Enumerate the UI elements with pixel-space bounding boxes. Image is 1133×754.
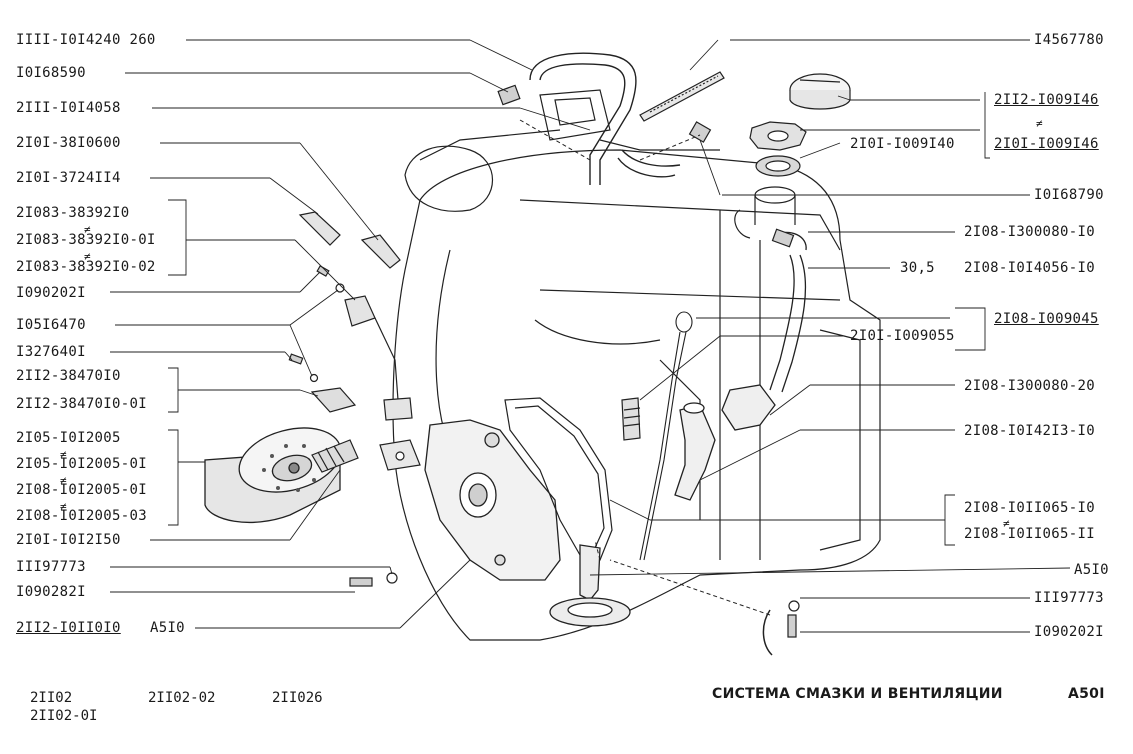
not-equal-mark: ≠ xyxy=(84,223,91,236)
label-dipstick-guide: I4567780 xyxy=(1034,32,1104,48)
dipstick xyxy=(639,311,693,561)
label-bolt-right: I090202I xyxy=(1034,624,1104,640)
oil-filter-bracket xyxy=(379,439,421,471)
model-2II02-02: 2II02-02 xyxy=(148,690,216,706)
label-hose-clamp: I0I68590 xyxy=(16,65,86,81)
oil-pump-cover xyxy=(424,419,561,581)
label-filler-cap-b: 2I0I-I009I46 xyxy=(994,136,1099,152)
not-equal-mark: ≠ xyxy=(1003,517,1010,530)
label-pressure-switch-b: 2II2-38470I0-0I xyxy=(16,396,147,412)
oil-pressure-switch xyxy=(310,387,357,413)
label-oil-sensor-lamp: 2I0I-38I0600 xyxy=(16,135,121,151)
label-washer-bottom: III97773 xyxy=(16,559,86,575)
label-pickup-ref: A5I0 xyxy=(1074,562,1109,578)
label-filler-cap-a: 2II2-I009I46 xyxy=(994,92,1099,108)
label-bolt: I327640I xyxy=(16,344,86,360)
label-breather-hose-small: 2III-I0I4058 xyxy=(16,100,121,116)
label-bolt-bottom: I090282I xyxy=(16,584,86,600)
dipstick-guide-part xyxy=(639,71,725,122)
label-pressure-switch-a: 2II2-38470I0 xyxy=(16,368,121,384)
label-vent-pipe: 2I08-I0I42I3-I0 xyxy=(964,423,1095,439)
leader-lines xyxy=(110,39,1071,633)
label-sensor-a: 2I083-38392I0 xyxy=(16,205,130,221)
vent-pipe xyxy=(674,402,716,501)
label-washer: I05I6470 xyxy=(16,317,86,333)
label-oil-filter-c: 2I08-I0I2005-0I xyxy=(16,482,147,498)
oil-filter xyxy=(204,427,342,523)
not-equal-mark: ≠ xyxy=(60,474,67,487)
label-washer-right: III97773 xyxy=(1034,590,1104,606)
ventilation-hose-right xyxy=(721,231,807,431)
section-code: A50I xyxy=(1068,686,1105,702)
filler-gasket-part xyxy=(749,121,807,177)
not-equal-mark: ≠ xyxy=(1036,117,1043,130)
label-breather-hose: IIII-I0I4240 260 xyxy=(16,32,156,48)
label-screw: I090202I xyxy=(16,285,86,301)
label-dipstick-seal: 2I0I-I009055 xyxy=(850,328,955,344)
breather-hose xyxy=(529,52,681,185)
label-hose-clamp-lower: 2I08-I300080-20 xyxy=(964,378,1095,394)
section-title: СИСТЕМА СМАЗКИ И ВЕНТИЛЯЦИИ xyxy=(712,686,1003,702)
assembly-dashed-lines xyxy=(519,119,771,616)
model-2II02: 2II02 xyxy=(30,690,73,706)
oil-pickup xyxy=(549,544,631,627)
label-hose-clamp-right: 2I08-I300080-I0 xyxy=(964,224,1095,240)
label-oil-filter-d: 2I08-I0I2005-03 xyxy=(16,508,147,524)
label-oil-pump-ref: A5I0 xyxy=(150,620,185,636)
label-pump-gasket-a: 2I08-I0II065-I0 xyxy=(964,500,1095,516)
label-filler-gasket: 2I0I-I009I40 xyxy=(850,136,955,152)
model-2II02-0I: 2II02-0I xyxy=(30,708,98,724)
filter-fitting xyxy=(311,439,359,473)
label-neck-clamp: I0I68790 xyxy=(1034,187,1104,203)
label-sensor-c: 2I083-38392I0-02 xyxy=(16,259,156,275)
label-vent-hose: 2I08-I0I4056-I0 xyxy=(964,260,1095,276)
label-oil-filter-b: 2I05-I0I2005-0I xyxy=(16,456,147,472)
not-equal-mark: ≠ xyxy=(60,448,67,461)
not-equal-mark: ≠ xyxy=(84,250,91,263)
label-oil-filter-a: 2I05-I0I2005 xyxy=(16,430,121,446)
oil-pressure-sensor xyxy=(298,211,413,421)
model-2II026: 2II026 xyxy=(272,690,323,706)
label-oil-pump: 2II2-I0II0I0 xyxy=(16,620,121,636)
label-sensor-b: 2I083-38392I0-0I xyxy=(16,232,156,248)
cut-arc xyxy=(762,609,773,656)
oil-filler-cap-part xyxy=(789,73,851,110)
label-filter-fitting: 2I0I-I0I2I50 xyxy=(16,532,121,548)
label-dipstick: 2I08-I009045 xyxy=(994,311,1099,327)
not-equal-mark: ≠ xyxy=(60,500,67,513)
label-sensor-cap: 2I0I-3724II4 xyxy=(16,170,121,186)
dipstick-seal-part xyxy=(621,397,641,441)
label-pump-gasket-b: 2I08-I0II065-II xyxy=(964,526,1095,542)
label-hose-size: 30,5 xyxy=(900,260,935,276)
